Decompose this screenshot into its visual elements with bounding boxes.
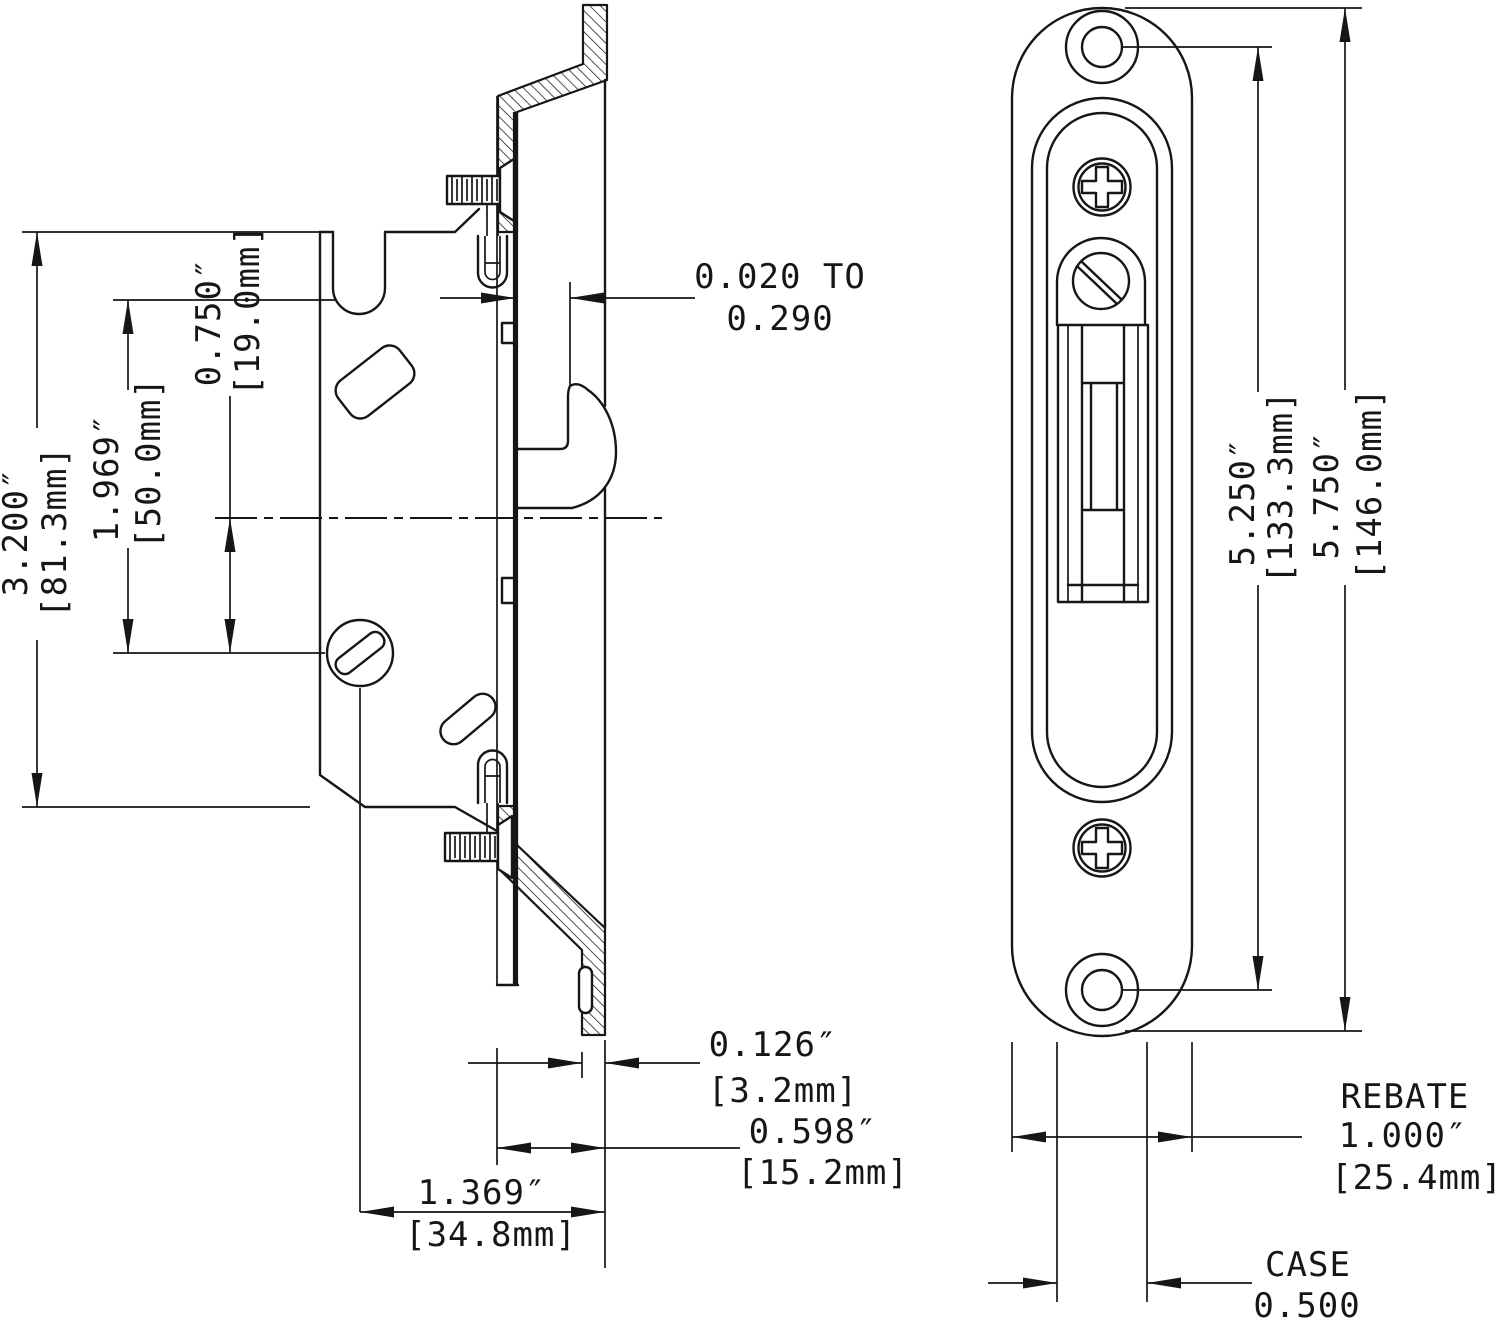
top-screw-head bbox=[498, 157, 516, 223]
bottom-mounting-screw bbox=[443, 749, 514, 880]
top-phillips-screw bbox=[1072, 157, 1132, 217]
dim-cam-to-flange-in: 1.369″ bbox=[418, 1173, 547, 1213]
slotted-screw-slot-icon bbox=[1075, 260, 1123, 305]
dim-slot-to-cam-in: 1.969″ bbox=[87, 414, 127, 543]
dim-rebate-label: REBATE bbox=[1341, 1077, 1470, 1117]
faceplate-tab-upper bbox=[500, 321, 518, 345]
dim-rebate-mm: [25.4mm] bbox=[1331, 1158, 1500, 1198]
dim-adjust-range-line1: 0.020 TO bbox=[694, 257, 866, 297]
dim-hole-spacing: 5.250″ [133.3mm] bbox=[1223, 47, 1301, 990]
dim-adjust-range-line2: 0.290 bbox=[726, 299, 833, 339]
latch-bolt-through-window bbox=[1066, 381, 1140, 587]
bracket-clip-slot bbox=[577, 965, 594, 1015]
dim-rebate: REBATE 1.000″ [25.4mm] bbox=[1011, 1042, 1500, 1198]
dim-flange-thickness-mm: [3.2mm] bbox=[708, 1071, 858, 1111]
dim-face-offset: 0.598″ [15.2mm] bbox=[497, 1112, 909, 1193]
dim-rebate-in: 1.000″ bbox=[1339, 1116, 1468, 1156]
dim-flange-thickness: 0.126″ [3.2mm] bbox=[468, 1025, 858, 1268]
dim-flange-thickness-in: 0.126″ bbox=[709, 1025, 838, 1065]
faceplate-dimensions: 5.250″ [133.3mm] 5.750″ [146.0mm] REBATE… bbox=[988, 7, 1500, 1321]
dim-center-to-cam-in: 0.750″ bbox=[189, 258, 229, 387]
cam-slot bbox=[334, 630, 386, 676]
phillips-cross-icon bbox=[1080, 826, 1124, 870]
dim-cam-to-flange: 1.369″ [34.8mm] bbox=[359, 688, 605, 1255]
adjustment-screw-housing bbox=[1055, 236, 1147, 327]
dim-hole-spacing-in: 5.250″ bbox=[1223, 438, 1263, 567]
dim-face-offset-in: 0.598″ bbox=[749, 1112, 878, 1152]
dim-plate-length-in: 5.750″ bbox=[1307, 431, 1347, 560]
dim-face-offset-mm: [15.2mm] bbox=[737, 1153, 909, 1193]
adjustment-screw bbox=[1055, 236, 1147, 327]
phillips-cross-icon bbox=[1080, 165, 1124, 209]
side-section-view bbox=[215, 3, 662, 1037]
upper-tilted-slot bbox=[334, 344, 416, 420]
dim-hole-spacing-mm: [133.3mm] bbox=[1261, 390, 1301, 583]
side-view-dimensions: 3.200″ [81.3mm] 1.969″ [50.0mm] 0.750″ [… bbox=[0, 224, 909, 1268]
dim-case-height-mm: [81.3mm] bbox=[35, 446, 75, 618]
bottom-screw-head bbox=[496, 814, 514, 880]
dim-case-value: 0.500 bbox=[1253, 1286, 1360, 1321]
recess-outer bbox=[1030, 96, 1174, 804]
dim-plate-length-mm: [146.0mm] bbox=[1350, 387, 1390, 580]
dim-case-label: CASE bbox=[1265, 1245, 1351, 1285]
latch-window bbox=[1056, 323, 1150, 604]
dim-slot-to-cam-mm: [50.0mm] bbox=[129, 377, 169, 549]
dim-slot-to-cam: 1.969″ [50.0mm] bbox=[87, 299, 337, 654]
bottom-phillips-screw bbox=[1072, 818, 1132, 878]
dim-case-height-in: 3.200″ bbox=[0, 468, 36, 597]
case-top-notch bbox=[331, 230, 387, 316]
dim-case-height: 3.200″ [81.3mm] bbox=[0, 231, 320, 808]
dim-case-width: CASE 0.500 bbox=[988, 1042, 1360, 1321]
top-screw-hole bbox=[1080, 25, 1124, 69]
hook-latch bbox=[516, 383, 618, 510]
faceplate-outline bbox=[1010, 6, 1194, 1038]
dim-plate-length: 5.750″ [146.0mm] bbox=[1307, 8, 1390, 1031]
lower-tilted-slot bbox=[439, 692, 497, 746]
dim-cam-to-flange-mm: [34.8mm] bbox=[405, 1215, 577, 1255]
top-mounting-screw bbox=[445, 157, 516, 289]
dim-center-to-cam-mm: [19.0mm] bbox=[228, 224, 268, 396]
faceplate-view bbox=[1010, 6, 1194, 1038]
faceplate-tab-lower bbox=[500, 576, 518, 605]
cam-circle bbox=[325, 618, 395, 688]
recess-inner bbox=[1045, 111, 1159, 789]
latch-case-outline bbox=[318, 207, 499, 833]
dim-adjust-range: 0.020 TO 0.290 bbox=[440, 257, 866, 386]
bottom-screw-hole bbox=[1080, 968, 1124, 1012]
dim-center-to-cam: 0.750″ [19.0mm] bbox=[189, 224, 268, 653]
